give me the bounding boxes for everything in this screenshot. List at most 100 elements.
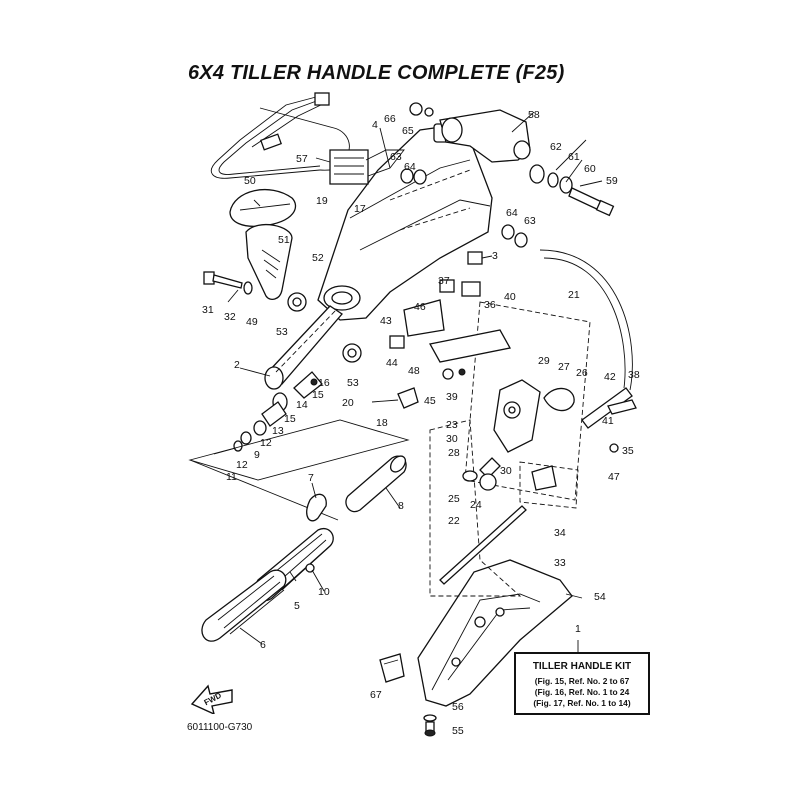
callout-34: 34: [554, 527, 566, 539]
rubber-grommet-57: [329, 149, 405, 185]
callout-56: 56: [452, 701, 464, 713]
kit-box-title: TILLER HANDLE KIT: [532, 661, 632, 672]
callout-42: 42: [604, 371, 616, 383]
callout-59: 59: [606, 175, 618, 187]
callout-53b: 53: [347, 377, 359, 389]
callout-5: 5: [294, 600, 300, 612]
bolt-31: [203, 271, 253, 295]
callout-19: 19: [316, 195, 328, 207]
shift-rod-22: [439, 505, 527, 585]
callout-11: 11: [226, 471, 237, 483]
callout-6: 6: [260, 639, 266, 651]
callout-12a: 12: [236, 459, 248, 471]
outer-grip-6: [201, 569, 287, 642]
kit-line-1: (Fig. 15, Ref. No. 2 to 67: [534, 676, 630, 686]
callout-13: 13: [272, 425, 284, 437]
stop-switch-67: [379, 653, 405, 683]
kit-line-3: (Fig. 17, Ref. No. 1 to 14): [533, 698, 631, 708]
callout-23: 23: [446, 419, 458, 431]
screw-55-56: [423, 714, 437, 737]
callout-26: 26: [576, 367, 588, 379]
callout-15b: 15: [284, 413, 296, 425]
grip-sleeve-8: [345, 455, 407, 513]
grip-7: [306, 493, 327, 522]
callout-48: 48: [408, 365, 420, 377]
callout-57: 57: [296, 153, 308, 165]
callout-12b: 12: [260, 437, 272, 449]
callout-40: 40: [504, 291, 516, 303]
callout-1: 1: [575, 623, 581, 635]
callout-30a: 30: [446, 433, 458, 445]
drawing-code: 6011100-G730: [187, 722, 253, 733]
callout-64a: 64: [404, 161, 416, 173]
callout-7: 7: [308, 472, 314, 484]
callout-27: 27: [558, 361, 570, 373]
throttle-shaft-2: [264, 305, 343, 390]
callout-8: 8: [398, 500, 404, 512]
callout-20: 20: [342, 397, 354, 409]
callout-36: 36: [484, 299, 496, 311]
callout-62: 62: [550, 141, 562, 153]
fwd-arrow-icon: FWD: [190, 684, 233, 714]
callout-67: 67: [370, 689, 382, 701]
callout-33: 33: [554, 557, 566, 569]
callout-24: 24: [470, 499, 482, 511]
callout-39: 39: [446, 391, 458, 403]
callout-labels: 1 2 3 4 5 6 7 8 9 10 11 12 12 13 14 15 1…: [202, 109, 640, 737]
callout-29: 29: [538, 355, 550, 367]
callout-4: 4: [372, 119, 378, 131]
bracket-35-42: [539, 249, 637, 453]
callout-15a: 15: [312, 389, 324, 401]
callout-10: 10: [318, 586, 330, 598]
callout-44: 44: [386, 357, 398, 369]
callout-49: 49: [246, 316, 258, 328]
callout-38: 38: [628, 369, 640, 381]
callout-58: 58: [528, 109, 540, 121]
callout-41: 41: [602, 415, 614, 427]
callout-51: 51: [278, 234, 290, 246]
callout-16: 16: [318, 377, 330, 389]
callout-47: 47: [608, 471, 620, 483]
shift-lever-assembly: [462, 379, 575, 491]
callout-63b: 63: [524, 215, 536, 227]
callout-37: 37: [438, 275, 450, 287]
callout-65: 65: [402, 125, 414, 137]
callout-18: 18: [376, 417, 388, 429]
bushing-53: [342, 343, 362, 363]
callout-25: 25: [448, 493, 460, 505]
callout-2: 2: [234, 359, 240, 371]
kit-line-2: (Fig. 16, Ref. No. 1 to 24: [534, 687, 630, 697]
mount-bracket-58: [409, 102, 531, 163]
callout-66: 66: [384, 113, 396, 125]
callout-54: 54: [594, 591, 606, 603]
callout-60: 60: [584, 163, 596, 175]
throttle-lever-49: [245, 224, 307, 312]
callout-leaders: [227, 111, 603, 662]
callout-50: 50: [244, 175, 256, 187]
callout-30b: 30: [500, 465, 512, 477]
pivot-bolt-and-washers: [400, 164, 615, 248]
diagram-title: 6X4 TILLER HANDLE COMPLETE (F25): [188, 62, 565, 84]
callout-43: 43: [380, 315, 392, 327]
callout-35: 35: [622, 445, 634, 457]
callout-14: 14: [296, 399, 308, 411]
callout-9: 9: [254, 449, 260, 461]
callout-63a: 63: [390, 151, 402, 163]
callout-55: 55: [452, 725, 464, 737]
callout-22: 22: [448, 515, 460, 527]
handle-cover-50: [229, 189, 297, 228]
callout-28: 28: [448, 447, 460, 459]
callout-32: 32: [224, 311, 236, 323]
callout-17: 17: [354, 203, 366, 215]
callout-61: 61: [568, 151, 580, 163]
callout-31: 31: [202, 304, 214, 316]
callout-64b: 64: [506, 207, 518, 219]
callout-21: 21: [568, 289, 580, 301]
lower-cover-54: [417, 559, 573, 707]
tiller-handle-kit-box: TILLER HANDLE KIT (Fig. 15, Ref. No. 2 t…: [514, 652, 650, 715]
callout-46: 46: [414, 301, 426, 313]
center-small-parts: [371, 251, 512, 409]
callout-3: 3: [492, 250, 498, 262]
